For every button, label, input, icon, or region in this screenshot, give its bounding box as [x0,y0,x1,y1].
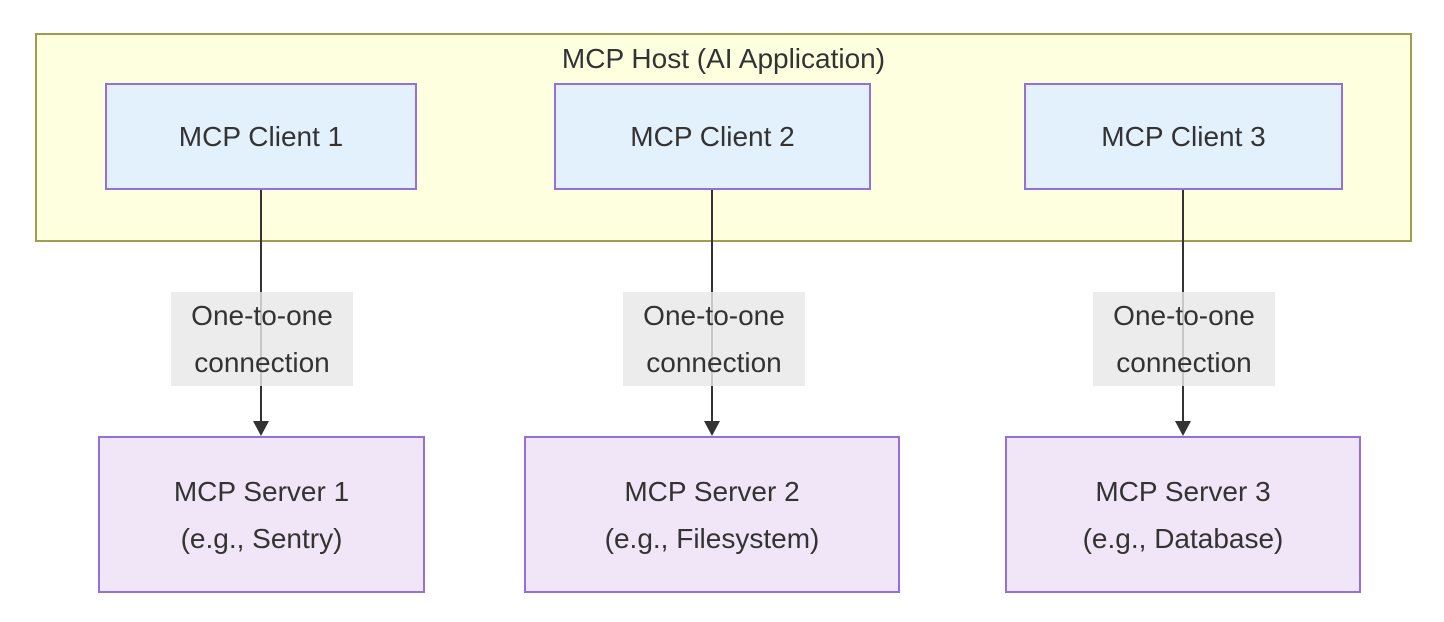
node-mcp-client-2: MCP Client 2 [554,83,871,190]
edge-label-line: One-to-one [643,300,785,331]
node-sublabel: (e.g., Database) [1082,522,1284,554]
node-sublabel: (e.g., Sentry) [180,522,343,554]
edge-label-line: One-to-one [191,300,333,331]
edge-label-line: connection [194,347,330,378]
node-mcp-server-3: MCP Server 3 (e.g., Database) [1005,436,1361,593]
node-mcp-server-1: MCP Server 1 (e.g., Sentry) [98,436,425,593]
edge-label-line: connection [646,347,782,378]
node-mcp-client-3: MCP Client 3 [1024,83,1343,190]
node-label: MCP Server 1 [173,475,350,507]
arrow-down-icon [1175,421,1191,436]
node-label: MCP Client 2 [630,121,795,152]
node-label: MCP Server 3 [1095,475,1271,507]
edge-label-one-to-one-1: One-to-one connection [171,292,353,386]
node-label: MCP Client 3 [1101,121,1266,152]
edge-label-one-to-one-3: One-to-one connection [1093,292,1275,386]
arrow-down-icon [253,421,269,436]
host-title: MCP Host (AI Application) [561,43,886,74]
node-mcp-server-2: MCP Server 2 (e.g., Filesystem) [524,436,900,593]
arrow-down-icon [704,421,720,436]
edge-label-line: connection [1116,347,1252,378]
node-mcp-client-1: MCP Client 1 [105,83,417,190]
edge-label-one-to-one-2: One-to-one connection [623,292,805,386]
node-sublabel: (e.g., Filesystem) [604,522,820,554]
node-label: MCP Client 1 [178,121,344,152]
edge-label-line: One-to-one [1113,300,1255,331]
node-label: MCP Server 2 [624,475,800,507]
